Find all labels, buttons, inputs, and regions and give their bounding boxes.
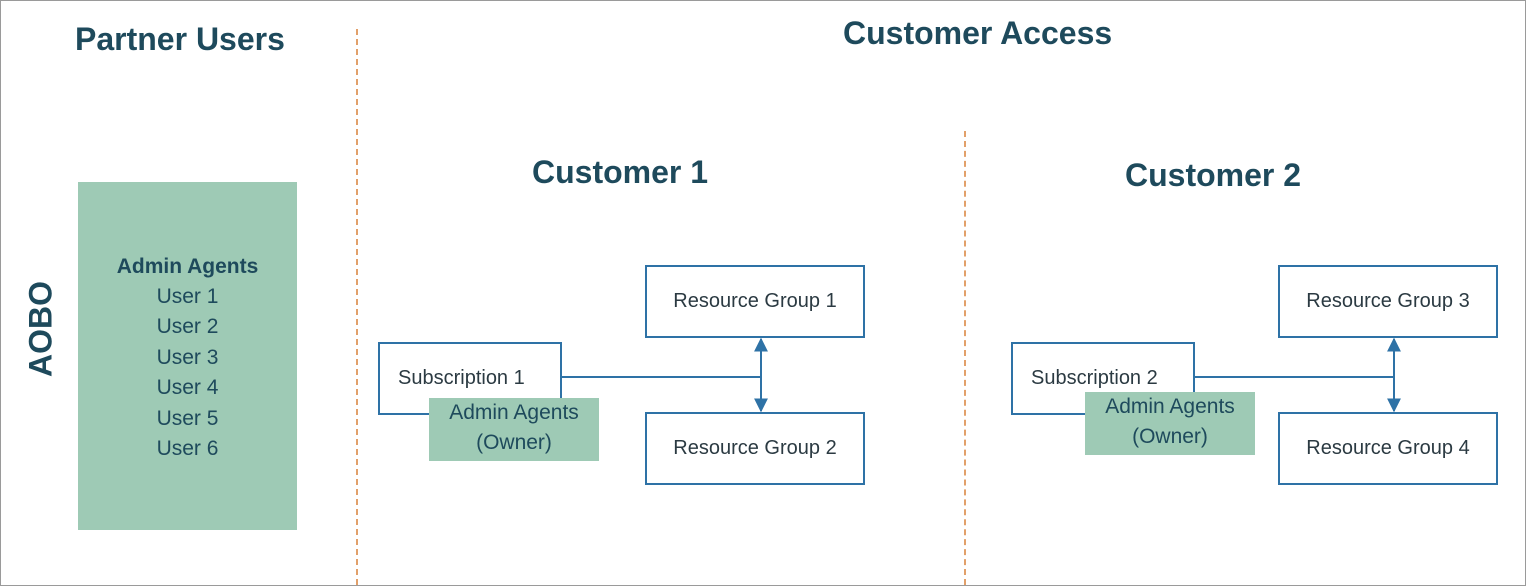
owner-tag-customer-1: Admin Agents (Owner)	[429, 398, 599, 461]
admin-agents-panel: Admin Agents User 1 User 2 User 3 User 4…	[78, 182, 297, 530]
user-item: User 3	[156, 345, 219, 369]
customer-1-heading: Customer 1	[532, 154, 709, 190]
subscription-1-label: Subscription 1	[398, 367, 525, 389]
subscription-2-label: Subscription 2	[1031, 367, 1158, 389]
admin-agents-list: Admin Agents User 1 User 2 User 3 User 4…	[78, 252, 297, 464]
resource-group-1-label: Resource Group 1	[673, 290, 837, 312]
resource-group-4-label: Resource Group 4	[1306, 437, 1470, 459]
admin-agents-title: Admin Agents	[116, 255, 259, 278]
resource-group-2-box: Resource Group 2	[645, 412, 865, 485]
user-item: User 4	[156, 376, 219, 400]
owner-tag-customer-2: Admin Agents (Owner)	[1085, 392, 1255, 455]
resource-group-3-box: Resource Group 3	[1278, 265, 1498, 338]
partner-customer-divider	[356, 29, 358, 585]
resource-group-3-label: Resource Group 3	[1306, 290, 1470, 312]
resource-group-4-box: Resource Group 4	[1278, 412, 1498, 485]
resource-group-1-box: Resource Group 1	[645, 265, 865, 338]
owner-tag-line-2: (Owner)	[476, 431, 552, 454]
owner-tag-line-1: Admin Agents	[1105, 395, 1235, 418]
user-item: User 6	[156, 437, 219, 461]
customer-divider	[964, 131, 966, 585]
partner-users-heading: Partner Users	[75, 21, 285, 57]
user-item: User 5	[156, 406, 219, 430]
owner-tag-line-1: Admin Agents	[449, 401, 579, 424]
customer-access-heading: Customer Access	[843, 15, 1113, 51]
customer-2-heading: Customer 2	[1125, 157, 1302, 193]
user-item: User 1	[156, 285, 219, 308]
owner-tag-line-2: (Owner)	[1132, 425, 1208, 448]
user-item: User 2	[156, 315, 219, 339]
resource-group-2-label: Resource Group 2	[673, 437, 837, 459]
